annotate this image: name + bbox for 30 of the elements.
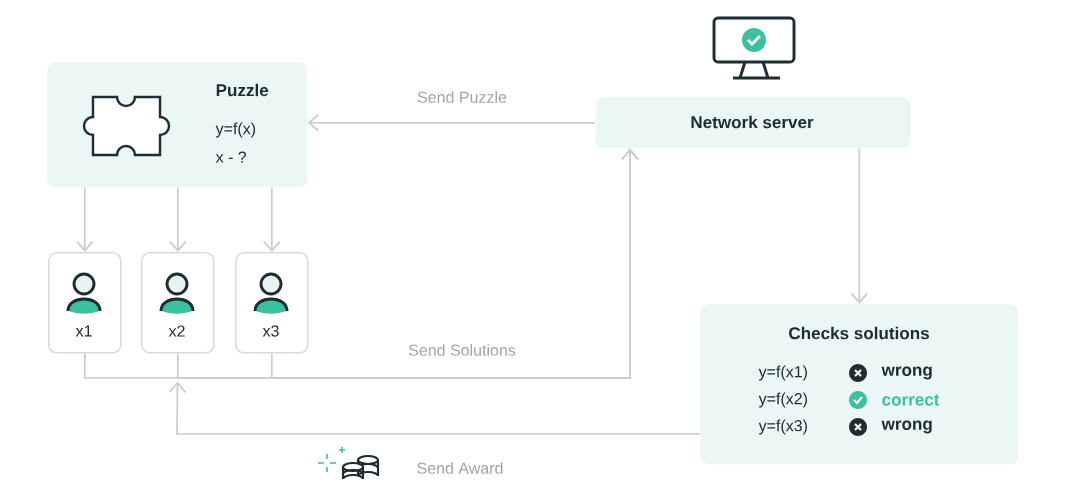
edge-label: Send Puzzle bbox=[414, 88, 510, 106]
puzzle-box bbox=[47, 62, 308, 188]
result-text: wrong bbox=[881, 366, 932, 380]
box-title: Network server bbox=[691, 115, 814, 129]
question: x - ? bbox=[215, 151, 247, 163]
result-text: correct bbox=[882, 394, 940, 406]
solver-label: x2 bbox=[168, 325, 185, 337]
solver-card bbox=[141, 252, 215, 354]
box-title: Checks solutions bbox=[789, 326, 929, 340]
edge-label: Send Solutions bbox=[405, 341, 519, 359]
solver-card bbox=[48, 252, 122, 354]
solver-label: x3 bbox=[262, 325, 279, 337]
solver-card bbox=[235, 252, 309, 354]
server-box bbox=[595, 97, 911, 149]
arrow bbox=[850, 147, 869, 304]
results-panel bbox=[700, 304, 1019, 465]
arrow bbox=[270, 148, 639, 379]
box-title: Puzzle bbox=[216, 83, 269, 97]
arrow bbox=[168, 381, 701, 435]
edge-label: Send Award bbox=[413, 459, 507, 477]
arrow bbox=[75, 186, 94, 252]
formula: y=f(x1) bbox=[758, 365, 807, 381]
arrow bbox=[168, 186, 187, 252]
arrow bbox=[307, 113, 596, 132]
result-text: wrong bbox=[881, 420, 932, 434]
formula: y=f(x) bbox=[215, 122, 256, 138]
arrow bbox=[262, 186, 281, 252]
solver-label: x1 bbox=[75, 325, 92, 337]
formula: y=f(x2) bbox=[758, 392, 807, 408]
formula: y=f(x3) bbox=[758, 419, 807, 435]
